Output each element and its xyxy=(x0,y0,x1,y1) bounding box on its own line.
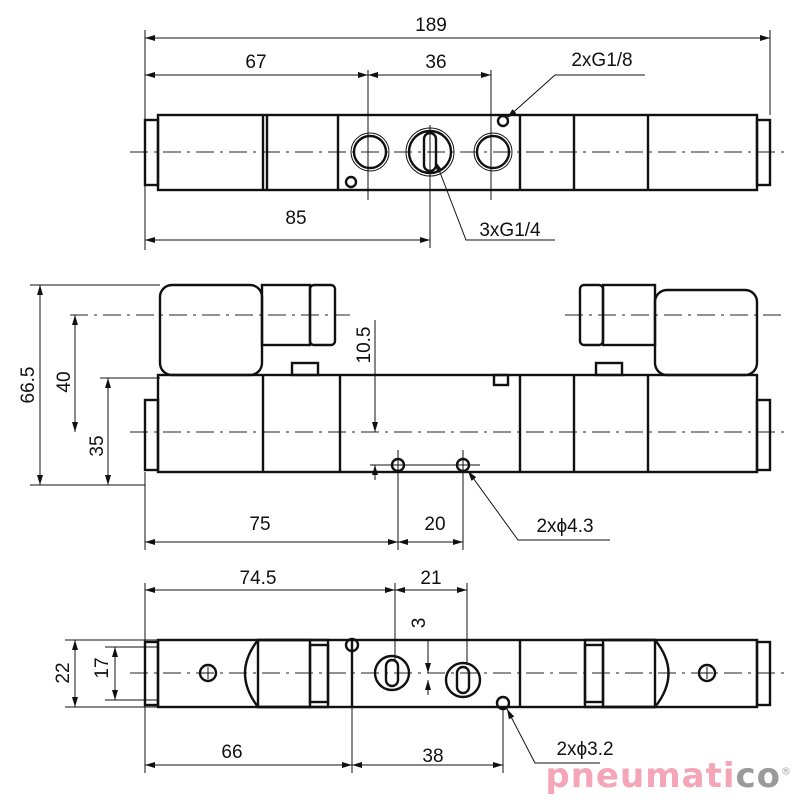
dim-35: 35 xyxy=(87,435,108,456)
registered-mark: ® xyxy=(781,766,792,778)
dim-17: 17 xyxy=(92,657,113,678)
dim-3: 3 xyxy=(409,618,430,629)
logo-suffix: co xyxy=(735,756,781,796)
dim-75: 75 xyxy=(249,514,270,535)
bottom-view xyxy=(65,583,785,773)
callout-pilot-ports: 2xG1/8 xyxy=(571,50,632,71)
dim-38: 38 xyxy=(422,746,443,767)
dim-66: 66 xyxy=(221,742,242,763)
dim-36: 36 xyxy=(425,52,446,73)
pneumatico-logo: pneumatico® xyxy=(545,756,792,796)
logo-main: pneumati xyxy=(545,756,736,796)
dim-40: 40 xyxy=(54,371,75,392)
callout-main-ports: 3xG1/4 xyxy=(479,220,541,241)
top-view xyxy=(130,30,785,250)
dim-overall-length: 189 xyxy=(415,15,447,36)
callout-mount-holes-4-3: 2xϕ4.3 xyxy=(536,516,593,537)
dim-20: 20 xyxy=(424,514,445,535)
dim-85: 85 xyxy=(285,208,306,229)
dim-67: 67 xyxy=(245,52,266,73)
dim-66-5: 66.5 xyxy=(18,367,39,404)
dim-21: 21 xyxy=(420,568,441,589)
callout-mount-holes-3-2: 2xϕ3.2 xyxy=(556,739,613,760)
front-view xyxy=(30,283,785,550)
dim-22: 22 xyxy=(53,662,74,683)
dim-10-5: 10.5 xyxy=(354,327,375,364)
dim-74-5: 74.5 xyxy=(240,568,277,589)
